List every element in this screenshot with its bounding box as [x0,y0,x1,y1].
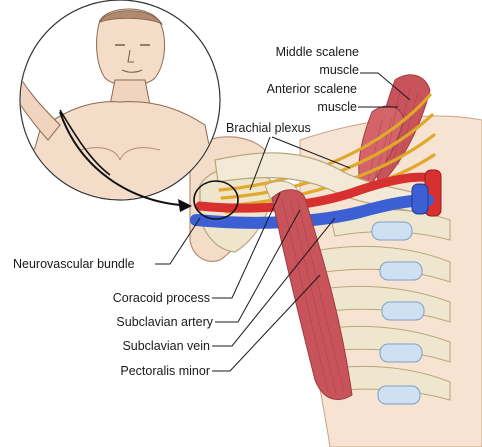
neurovascular-bundle-circle [193,180,239,220]
subclavian-vein [190,194,434,229]
label-subclavian-artery: Subclavian artery [116,315,213,329]
label-neurovascular-bundle: Neurovascular bundle [13,257,135,271]
label-coracoid-process: Coracoid process [112,291,210,305]
label-pectoralis-minor: Pectoralis minor [120,364,210,378]
label-subclavian-vein: Subclavian vein [122,339,210,353]
label-anterior-scalene-line1: Anterior scalene [266,82,357,96]
subclavian-artery [195,172,437,213]
label-brachial-plexus: Brachial plexus [226,121,311,135]
label-anterior-scalene-line2: muscle [317,100,357,114]
label-middle-scalene-line2: muscle [319,63,359,77]
leader-lines [155,72,411,372]
costal-cartilages [371,221,425,405]
inset-arrow [59,111,181,206]
inset-person [19,0,221,201]
label-middle-scalene-line1: Middle scalene [275,45,359,59]
inset-arrowhead [178,199,192,212]
